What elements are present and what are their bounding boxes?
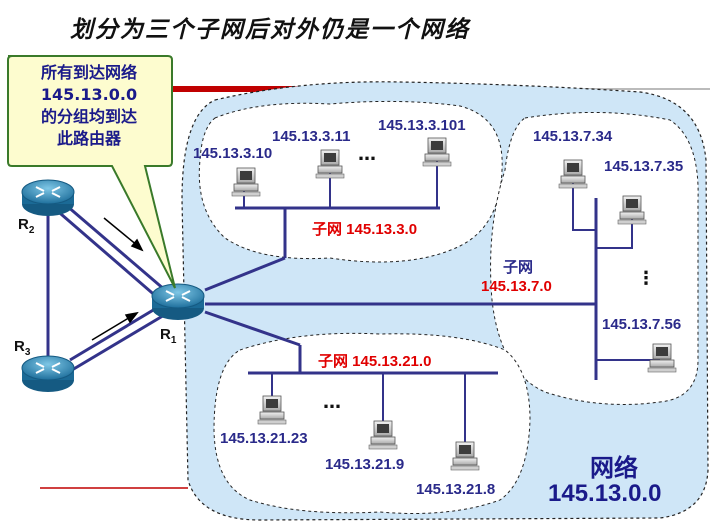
callout-line-2: 145.13.0.0 xyxy=(40,85,138,104)
host-label: 145.13.21.8 xyxy=(416,481,496,498)
callout-line-4: 此路由器 xyxy=(56,129,121,148)
router-r3-icon xyxy=(21,355,75,393)
host-label: 145.13.7.35 xyxy=(604,158,684,175)
flow-arrows xyxy=(91,217,144,341)
callout-line-1: 所有到达网络 xyxy=(40,63,137,82)
page-title: 划分为三个子网后对外仍是一个网络 xyxy=(70,17,470,43)
host-label: 145.13.3.10 xyxy=(193,145,273,162)
subnet3-ellipsis: … xyxy=(358,144,376,165)
router-r3-label: R3 xyxy=(14,338,31,358)
router-r2-icon xyxy=(21,179,75,217)
router-links xyxy=(46,198,167,372)
router-r1-icon xyxy=(151,283,205,321)
subnet3-label: 子网 145.13.3.0 xyxy=(312,221,418,238)
network-label: 网络 xyxy=(590,455,638,482)
subnet7-bus xyxy=(572,180,660,380)
subnet3-cloud xyxy=(198,100,503,263)
callout-line-3: 的分组均到达 xyxy=(40,107,137,126)
subnet7-ellipsis: ⋮ xyxy=(637,268,655,289)
callout-box xyxy=(7,55,176,289)
router-r2-label: R2 xyxy=(18,216,35,236)
subnet21-ellipsis: … xyxy=(323,392,341,413)
host-label: 145.13.21.9 xyxy=(325,456,405,473)
router-r1-label: R1 xyxy=(160,326,177,346)
subnet7-label-line2: 145.13.7.0 xyxy=(481,278,552,295)
callout-text: 所有到达网络 145.13.0.0 的分组均到达 此路由器 xyxy=(14,62,164,150)
subnet7-label-line1: 子网 xyxy=(503,259,534,276)
host-label: 145.13.3.11 xyxy=(272,128,351,145)
network-address: 145.13.0.0 xyxy=(548,480,662,507)
subnet7-cloud xyxy=(490,111,699,405)
host-label: 145.13.21.23 xyxy=(220,430,308,447)
r1-uplinks xyxy=(204,208,596,373)
host-label: 145.13.7.56 xyxy=(602,316,682,333)
subnet21-bus xyxy=(248,371,498,445)
host-label: 145.13.3.101 xyxy=(378,117,466,134)
host-label: 145.13.7.34 xyxy=(533,128,613,145)
subnet21-label: 子网 145.13.21.0 xyxy=(318,353,432,370)
